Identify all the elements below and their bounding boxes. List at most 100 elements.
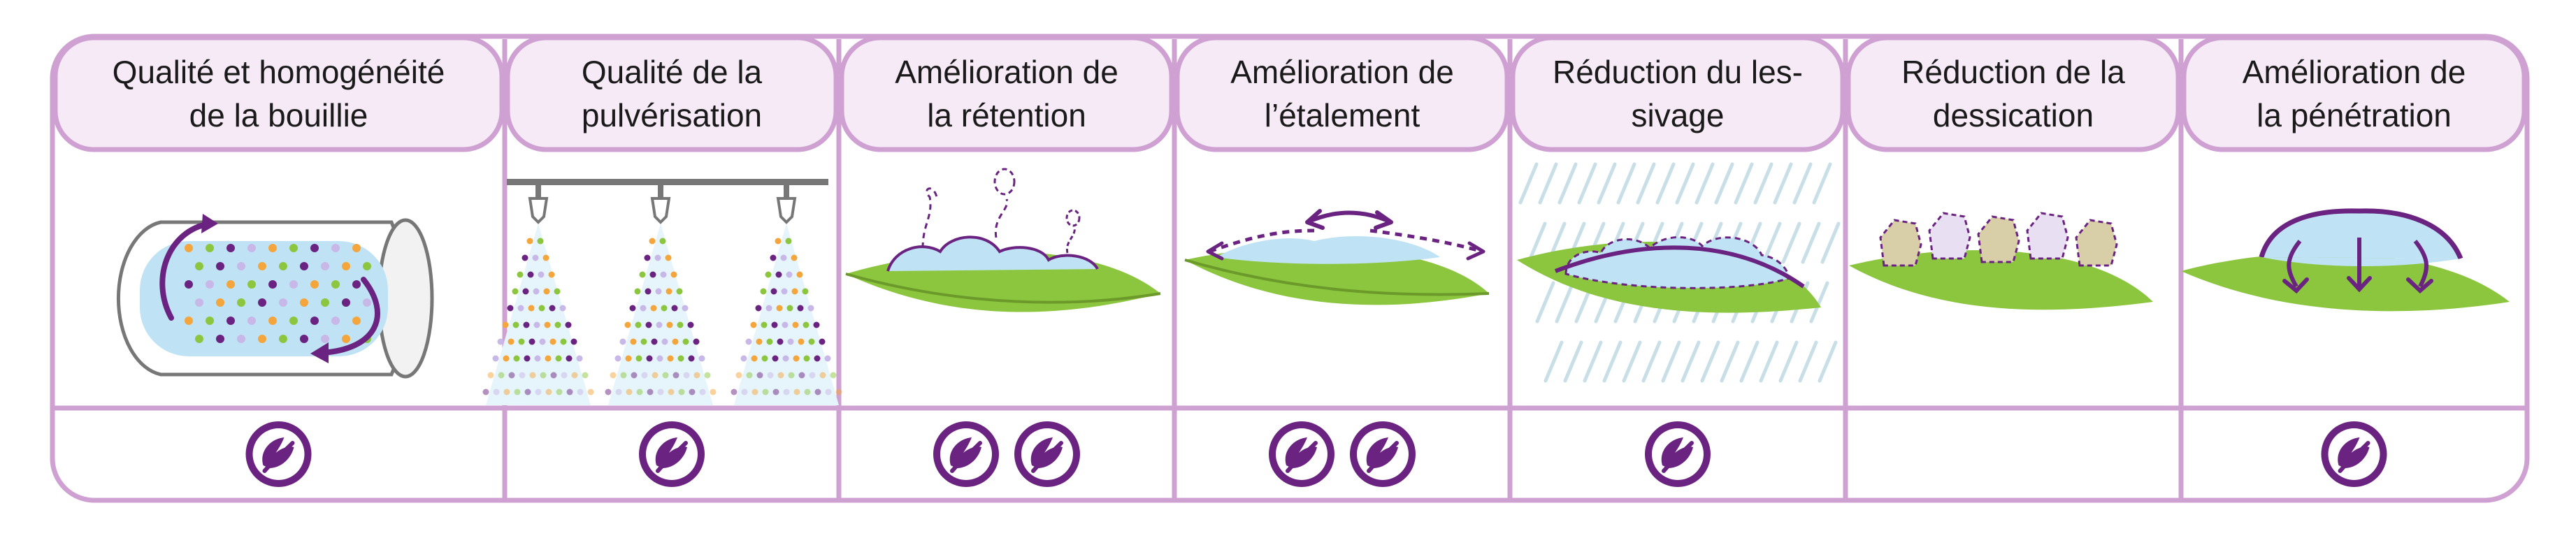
rain-streak <box>1636 162 1656 205</box>
illustrations <box>116 162 2510 405</box>
particle-dot <box>185 244 193 252</box>
rain-streak <box>1801 221 1821 264</box>
header-cell <box>52 36 505 152</box>
header-cell <box>1845 36 2181 152</box>
rain-streak <box>1753 162 1773 205</box>
particle-dot <box>289 280 298 289</box>
rain-streak <box>1535 281 1555 324</box>
particle-dot <box>268 244 277 252</box>
particle-dot <box>258 298 266 307</box>
rain-streak <box>1739 340 1760 383</box>
particle-dot <box>289 244 298 252</box>
header-cell <box>1510 36 1845 152</box>
rain-streak <box>1641 340 1662 383</box>
rain-streak <box>1527 221 1547 264</box>
particle-dot <box>216 335 224 343</box>
particle-dot <box>342 335 350 343</box>
particle-dot <box>352 317 361 325</box>
particle-dot <box>237 335 245 343</box>
rain-streak <box>1734 162 1754 205</box>
particle-dot <box>331 280 340 289</box>
rain-streak <box>1538 162 1558 205</box>
header-cell <box>2181 36 2527 152</box>
header-cell <box>1174 36 1510 152</box>
leaf-badge-icon <box>1350 421 1416 487</box>
rain-streak <box>1759 340 1779 383</box>
particle-dot <box>195 262 203 270</box>
column-title-text: Amélioration de l’étalement <box>1230 54 1454 133</box>
column-title-text: Réduction du les- sivage <box>1553 54 1803 133</box>
particle-dot <box>247 317 256 325</box>
particle-dot <box>226 317 235 325</box>
particle-dot <box>185 280 193 289</box>
column-dividers <box>502 39 2184 500</box>
crystal-drying-icon <box>1849 212 2153 310</box>
rain-washoff-icon <box>1517 162 1841 383</box>
rain-streak <box>1655 162 1676 205</box>
rain-streak <box>1622 340 1642 383</box>
column-title: Qualité et homogénéité de la bouillie <box>55 38 502 150</box>
particle-dot <box>352 280 361 289</box>
particle-dot <box>247 244 256 252</box>
particle-dot <box>258 262 266 270</box>
rain-streak <box>1577 162 1597 205</box>
leaf-badge-icon <box>639 421 705 487</box>
particle-dot <box>321 335 329 343</box>
particle-dot <box>300 298 308 307</box>
particle-dot <box>216 298 224 307</box>
particle-dot <box>310 244 319 252</box>
particle-dot <box>331 317 340 325</box>
rain-streak <box>1544 340 1564 383</box>
particle-dot <box>279 335 287 343</box>
column-title: Réduction du les- sivage <box>1513 38 1843 150</box>
column-title: Amélioration de l’étalement <box>1177 38 1507 150</box>
rain-streak <box>1555 281 1575 324</box>
rain-streak <box>1792 162 1813 205</box>
rain-streak <box>1694 162 1715 205</box>
leaf-spreading-icon <box>1184 209 1490 305</box>
rain-streak <box>1518 162 1539 205</box>
particle-dot <box>300 262 308 270</box>
particle-dot <box>195 298 203 307</box>
column-title: Réduction de la dessication <box>1848 38 2178 150</box>
particle-dot <box>206 244 214 252</box>
rain-streak <box>1681 340 1701 383</box>
rain-streak <box>1809 281 1829 324</box>
column-title-text: Qualité de la pulvérisation <box>581 54 763 133</box>
rain-streak <box>1616 162 1636 205</box>
leaf-badge-icon <box>1269 421 1334 487</box>
column-title: Amélioration de la rétention <box>842 38 1172 150</box>
rain-streak <box>1762 221 1782 264</box>
rain-streak <box>1820 221 1841 264</box>
nozzle-icon <box>605 183 717 405</box>
rain-streak <box>1602 340 1622 383</box>
column-title: Amélioration de la pénétration <box>2184 38 2524 150</box>
column-title-text: Qualité et homogénéité de la bouillie <box>112 54 445 133</box>
particle-dot <box>216 262 224 270</box>
particle-dot <box>226 280 235 289</box>
rain-streak <box>1781 221 1801 264</box>
particle-dot <box>247 280 256 289</box>
particle-dot <box>342 298 350 307</box>
leaf-badge-icon <box>1645 421 1711 487</box>
column-title-text: Amélioration de la rétention <box>895 54 1118 133</box>
header-cell <box>505 36 839 152</box>
leaf-badge-icon <box>1014 421 1080 487</box>
particle-dot <box>195 335 203 343</box>
rain-streak <box>1563 340 1583 383</box>
particle-dot <box>363 262 371 270</box>
leaf-badge-icon <box>933 421 999 487</box>
crystal-shape <box>2075 219 2118 267</box>
particle-dot <box>352 244 361 252</box>
particle-dot <box>268 280 277 289</box>
particle-dot <box>258 335 266 343</box>
column-title-text: Amélioration de la pénétration <box>2242 54 2466 133</box>
rain-streak <box>1597 162 1617 205</box>
leaf-retention-icon <box>845 168 1161 312</box>
particle-dot <box>237 298 245 307</box>
particle-dot <box>206 280 214 289</box>
column-title-text: Réduction de la dessication <box>1901 54 2125 133</box>
particle-dot <box>331 244 340 252</box>
spray-nozzles-icon <box>482 179 842 405</box>
